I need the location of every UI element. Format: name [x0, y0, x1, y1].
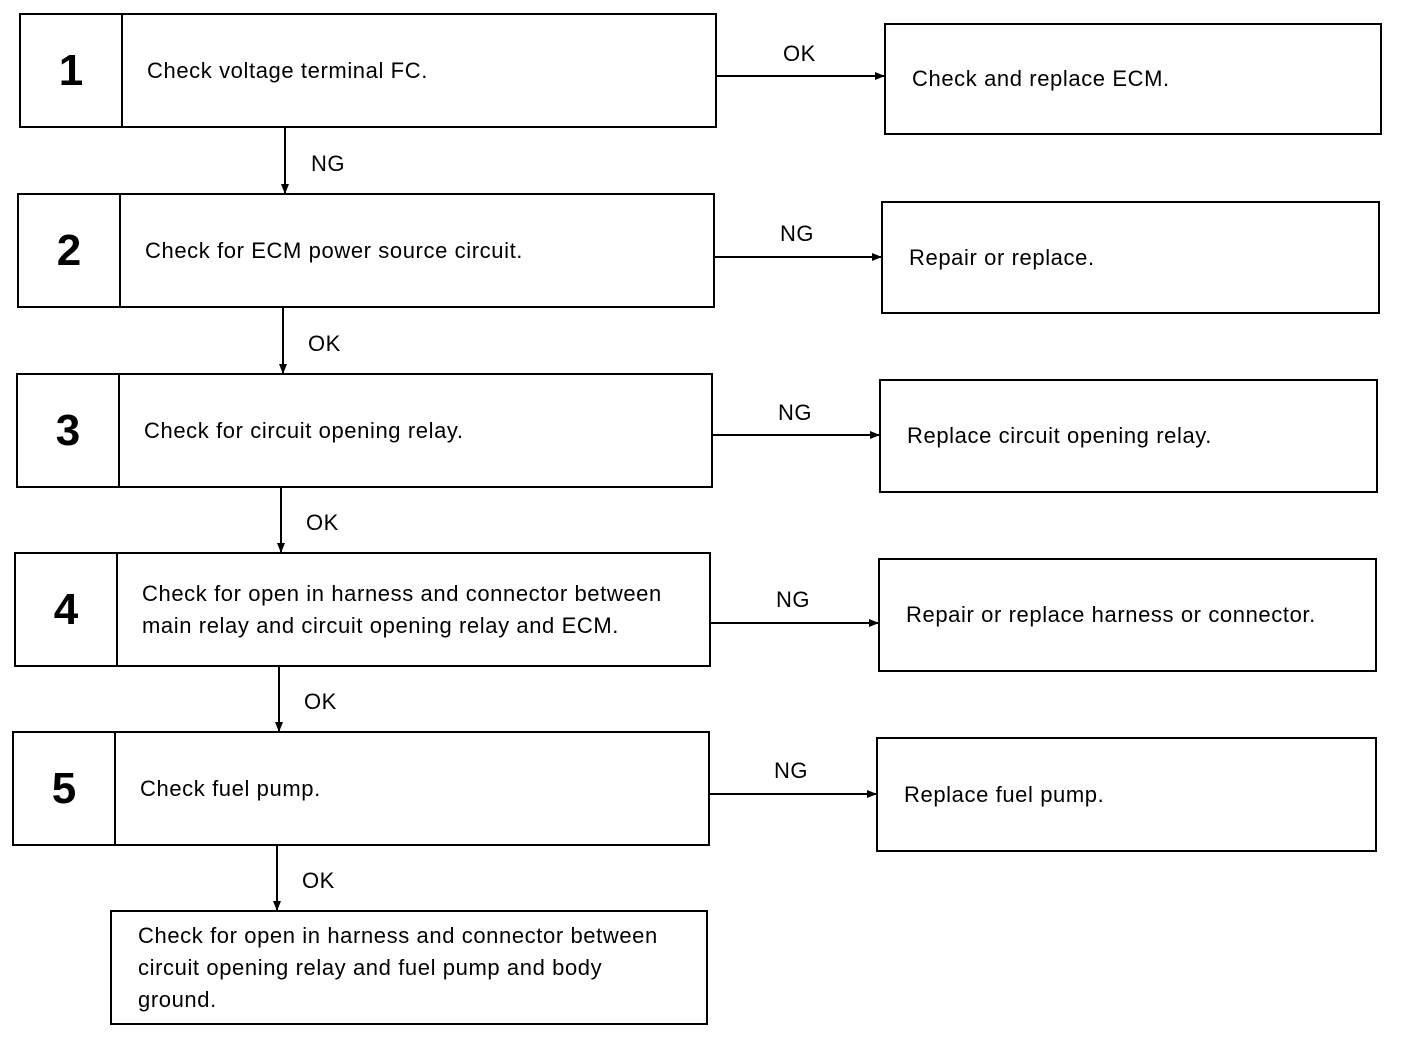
result-box-1: Check and replace ECM.: [884, 23, 1382, 135]
result-box-5: Replace fuel pump.: [876, 737, 1377, 852]
final-box: Check for open in harness and connector …: [110, 910, 708, 1025]
result-box-4: Repair or replace harness or connector.: [878, 558, 1377, 672]
branch-label-4: NG: [776, 587, 810, 612]
step-box-1: 1 Check voltage terminal FC.: [19, 13, 717, 128]
next-label-5: OK: [302, 868, 335, 893]
next-label-4: OK: [304, 689, 337, 714]
branch-label-3: NG: [778, 400, 812, 425]
step-box-5: 5 Check fuel pump.: [12, 731, 710, 846]
step-number-2: 2: [19, 195, 121, 306]
step-text-3: Check for circuit opening relay.: [144, 417, 464, 443]
result-box-3: Replace circuit opening relay.: [879, 379, 1378, 493]
step-text-1: Check voltage terminal FC.: [147, 57, 428, 83]
step-text-2: Check for ECM power source circuit.: [145, 237, 523, 263]
step-box-3: 3 Check for circuit opening relay.: [16, 373, 713, 488]
step-number-5: 5: [14, 733, 116, 844]
step-number-3: 3: [18, 375, 120, 486]
branch-label-2: NG: [780, 221, 814, 246]
step-text-4: Check for open in harness and connector …: [142, 580, 662, 638]
step-box-4: 4 Check for open in harness and connecto…: [14, 552, 711, 667]
result-box-2: Repair or replace.: [881, 201, 1380, 314]
branch-label-5: NG: [774, 758, 808, 783]
next-label-3: OK: [306, 510, 339, 535]
final-text: Check for open in harness and connector …: [138, 922, 658, 1012]
next-label-1: NG: [311, 151, 345, 176]
branch-label-1: OK: [783, 41, 816, 66]
step-box-2: 2 Check for ECM power source circuit.: [17, 193, 715, 308]
next-label-2: OK: [308, 331, 341, 356]
step-number-1: 1: [21, 15, 123, 126]
step-number-4: 4: [16, 554, 118, 665]
step-text-5: Check fuel pump.: [140, 775, 321, 801]
